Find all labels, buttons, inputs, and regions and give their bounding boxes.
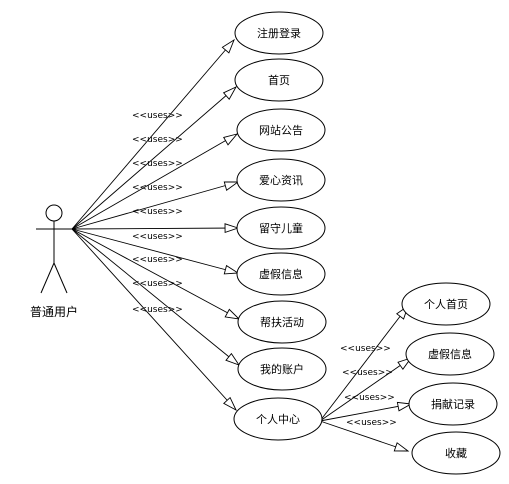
actor-head: [45, 204, 63, 222]
edge-register-login: [71, 39, 235, 230]
actor-figure: 普通用户: [30, 204, 78, 319]
sub-use-case-fake-info: 虚假信息: [405, 332, 495, 376]
use-case-left-behind-children: 留守儿童: [236, 206, 326, 250]
personal-center-edges: [319, 304, 413, 452]
relation-label: <<uses>>: [132, 207, 183, 217]
actor-right-leg: [53, 262, 68, 294]
use-case-site-notice: 网站公告: [236, 108, 326, 152]
use-case-home: 首页: [234, 58, 324, 102]
use-case-ellipse: [237, 347, 327, 391]
use-case-label: 个人中心: [256, 413, 300, 426]
edge-fake-info: [71, 228, 239, 274]
sub-use-case-personal-home: 个人首页: [401, 282, 491, 326]
arrowhead-charity-info: [223, 181, 240, 191]
edge-donation-record: [319, 403, 412, 422]
edge-charity-info: [71, 181, 239, 230]
use-case-label: 注册登录: [257, 26, 301, 40]
use-case-ellipse: [233, 397, 323, 441]
use-case-ellipse: [408, 382, 498, 426]
edge-fake-info-2: [319, 357, 412, 422]
use-case-ellipse: [237, 300, 327, 344]
relation-label: <<uses>>: [132, 183, 183, 193]
arrowhead-personal-center: [223, 396, 237, 412]
use-case-ellipse: [236, 108, 326, 152]
edge-help-activity: [71, 228, 240, 320]
personal-center-edge-labels: <<uses>> <<uses>> <<uses>> <<uses>>: [340, 344, 397, 428]
arrowhead-home: [222, 86, 238, 100]
arrowhead-site-notice: [223, 133, 239, 146]
arrowhead-my-account: [225, 352, 241, 366]
use-case-ellipse: [405, 332, 495, 376]
use-case-label: 首页: [268, 73, 290, 87]
use-case-label: 留守儿童: [259, 221, 303, 235]
use-case-label: 捐献记录: [431, 397, 475, 411]
use-case-ellipse: [236, 252, 326, 296]
relation-label: <<uses>>: [132, 232, 183, 242]
use-case-ellipse: [236, 206, 326, 250]
sub-use-case-donation-record: 捐献记录: [408, 382, 498, 426]
use-case-label: 虚假信息: [259, 267, 303, 281]
relation-label: <<uses>>: [346, 418, 397, 428]
use-case-label: 帮扶活动: [260, 315, 304, 329]
relation-label: <<uses>>: [340, 344, 391, 354]
relation-label: <<uses>>: [132, 305, 183, 315]
actor-left-leg: [40, 262, 55, 294]
use-case-register-login: 注册登录: [234, 11, 324, 55]
actor-edge-labels: <<uses>> <<uses>> <<uses>> <<uses>> <<us…: [132, 111, 183, 315]
edge-home: [71, 86, 237, 230]
actor-label: 普通用户: [30, 304, 78, 319]
use-case-ellipse: [234, 58, 324, 102]
use-case-fake-info: 虚假信息: [236, 252, 326, 296]
relation-label: <<uses>>: [132, 159, 183, 169]
arrowhead-fake-info: [223, 264, 240, 275]
use-case-label: 虚假信息: [428, 347, 472, 361]
sub-use-case-favorites: 收藏: [411, 431, 501, 475]
use-case-ellipse: [411, 431, 501, 475]
use-case-label: 收藏: [445, 446, 467, 460]
actor-edges: [71, 38, 241, 412]
relation-label: <<uses>>: [132, 279, 183, 289]
use-case-label: 个人首页: [424, 297, 468, 311]
relation-label: <<uses>>: [132, 111, 183, 121]
use-case-personal-center: 个人中心: [233, 397, 323, 441]
use-case-help-activity: 帮扶活动: [237, 300, 327, 344]
use-case-label: 爱心资讯: [259, 174, 303, 187]
use-case-label: 我的账户: [260, 362, 304, 376]
edge-left-behind: [71, 227, 239, 230]
arrowhead-favorites: [393, 442, 410, 452]
edge-favorites: [319, 420, 409, 452]
edge-site-notice: [71, 133, 238, 230]
edge-personal-center: [71, 228, 237, 411]
arrowhead-left-behind: [224, 223, 240, 234]
arrowhead-donation-record: [396, 401, 413, 412]
use-case-my-account: 我的账户: [237, 347, 327, 391]
relation-label: <<uses>>: [132, 135, 183, 145]
use-case-label: 网站公告: [259, 123, 303, 137]
use-case-charity-info: 爱心资讯: [236, 158, 326, 202]
edge-personal-home: [319, 305, 409, 422]
edge-my-account: [71, 228, 240, 366]
arrowhead-register-login: [221, 38, 235, 54]
relation-label: <<uses>>: [132, 255, 183, 265]
use-case-ellipse: [234, 11, 324, 55]
relation-label: <<uses>>: [342, 368, 393, 378]
use-case-ellipse: [401, 282, 491, 326]
use-case-ellipse: [236, 158, 326, 202]
relation-label: <<uses>>: [344, 393, 395, 403]
arrowhead-help-activity: [224, 308, 241, 320]
